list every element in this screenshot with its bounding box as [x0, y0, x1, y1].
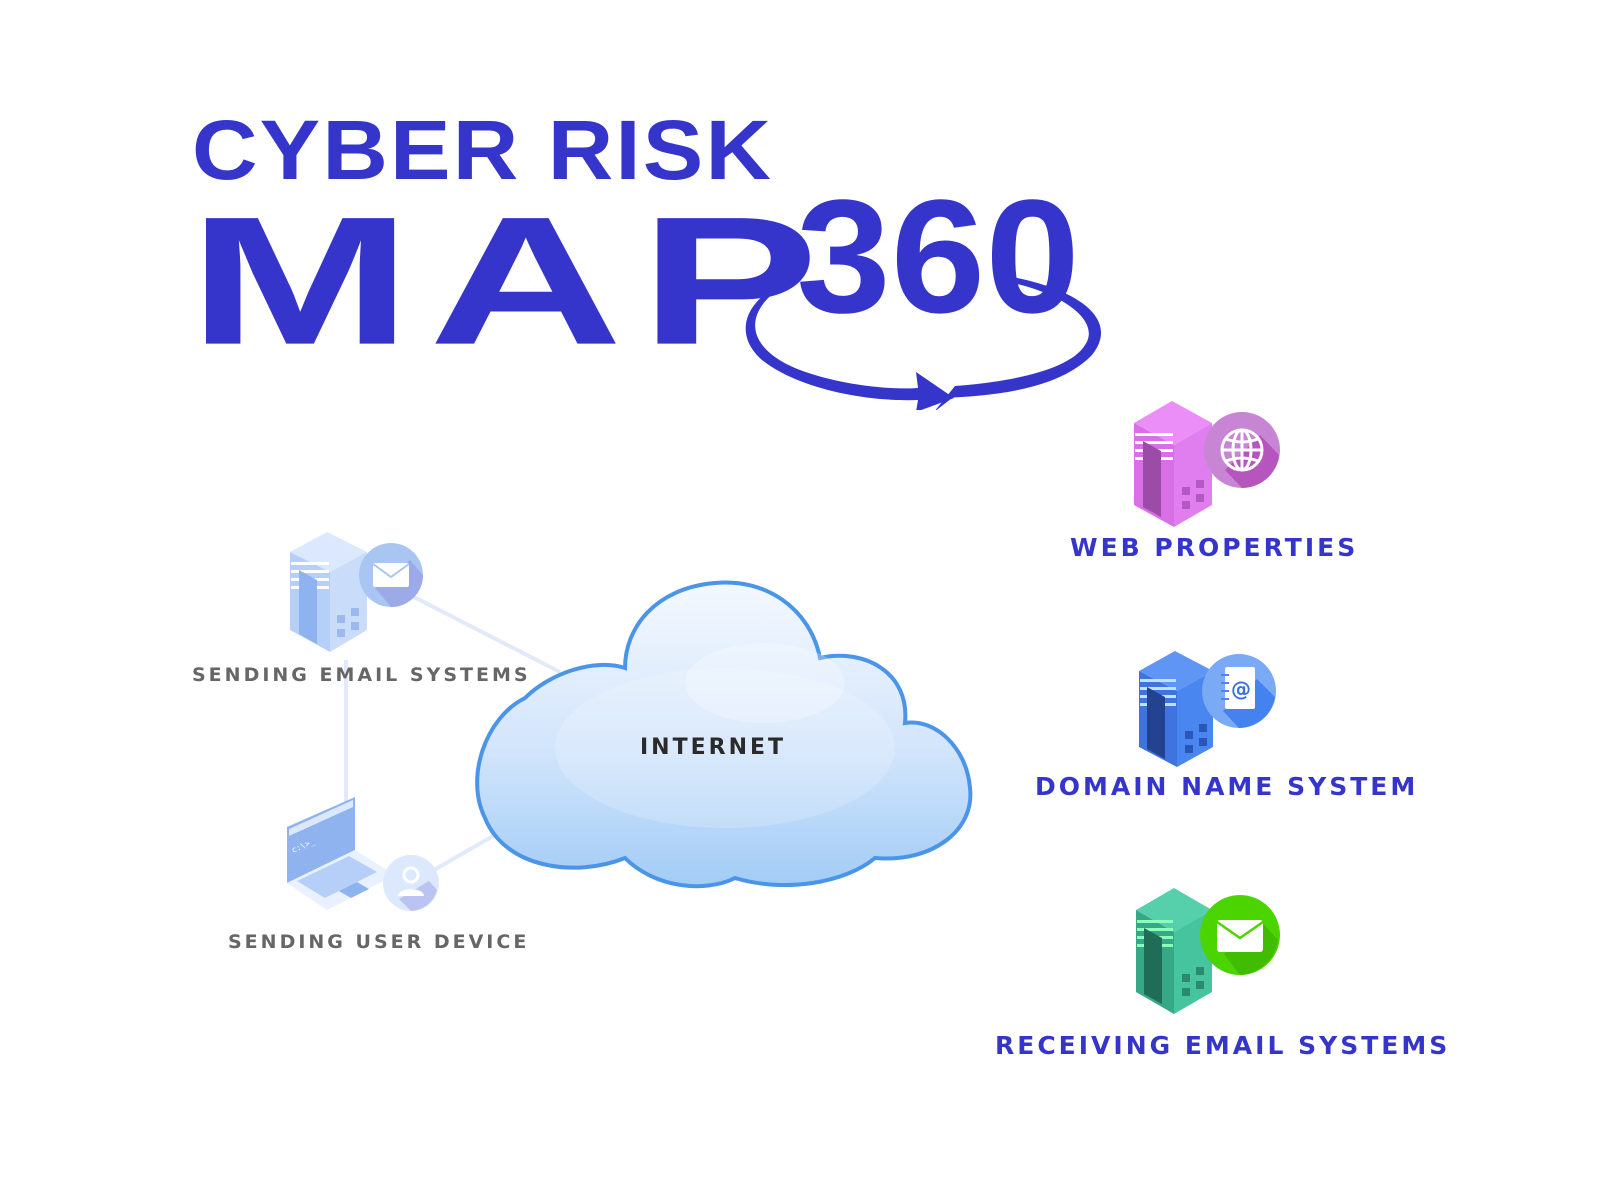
- envelope-icon: [1217, 920, 1263, 952]
- globe-badge: [1204, 412, 1280, 488]
- label-web-properties: WEB PROPERTIES: [1070, 533, 1359, 562]
- address-book-badge: @: [1202, 654, 1276, 728]
- envelope-icon: [373, 563, 409, 587]
- logo-360: 360: [745, 167, 1102, 410]
- web-properties-server: [1134, 401, 1280, 527]
- internet-cloud: [475, 580, 973, 889]
- dns-server: @: [1139, 651, 1276, 767]
- link-email-to-internet: [409, 593, 561, 674]
- svg-text:@: @: [1231, 677, 1251, 701]
- sending-user-laptop: c:\>_: [287, 797, 439, 911]
- user-icon: [402, 866, 420, 884]
- label-internet: INTERNET: [640, 735, 787, 760]
- envelope-badge-green: [1200, 895, 1280, 975]
- label-sending-user-device: SENDING USER DEVICE: [228, 931, 530, 953]
- user-badge: [383, 855, 439, 911]
- sending-email-server: [290, 532, 423, 652]
- rotation-arrow-icon: [745, 277, 954, 410]
- label-domain-name-system: DOMAIN NAME SYSTEM: [1035, 772, 1419, 801]
- label-receiving-email-systems: RECEIVING EMAIL SYSTEMS: [995, 1031, 1451, 1060]
- logo-360-text: 360: [796, 167, 1080, 347]
- receiving-email-server: [1136, 888, 1280, 1014]
- address-book-icon: [1225, 667, 1255, 709]
- title-map: MAP: [188, 179, 836, 383]
- title-cyber-risk: CYBER RISK: [192, 103, 774, 197]
- globe-icon: [1220, 428, 1264, 472]
- cloud-icon: [475, 580, 973, 889]
- label-sending-email-systems: SENDING EMAIL SYSTEMS: [192, 664, 531, 686]
- envelope-badge: [359, 543, 423, 607]
